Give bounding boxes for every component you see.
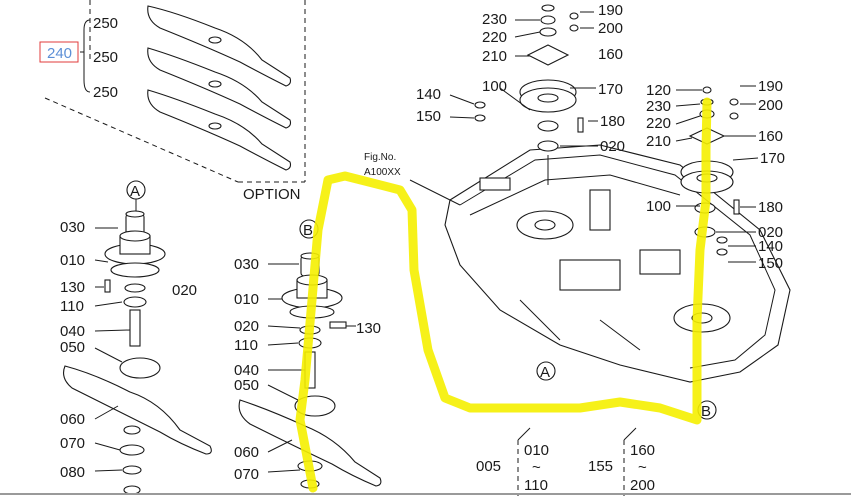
- ref-010: 010: [524, 442, 549, 459]
- right-label-100: 100: [646, 198, 671, 215]
- ref-tilde-1: ~: [532, 459, 541, 476]
- callout-b-deck: B: [701, 403, 711, 420]
- top-label-020: 020: [600, 138, 625, 155]
- stack-a-label-020: 020: [172, 282, 197, 299]
- option-label-3: 250: [93, 84, 118, 101]
- right-label-190: 190: [758, 78, 783, 95]
- top-label-210: 210: [482, 48, 507, 65]
- ref-tilde-2: ~: [638, 459, 647, 476]
- selected-ref-box[interactable]: [39, 41, 79, 63]
- stack-a-label-040: 040: [60, 323, 85, 340]
- option-label-2: 250: [93, 49, 118, 66]
- stack-a-label-130: 130: [60, 279, 85, 296]
- right-label-120: 120: [646, 82, 671, 99]
- option-blade-3: [147, 89, 292, 171]
- stack-b-label-050: 050: [234, 377, 259, 394]
- stack-a-label-070: 070: [60, 435, 85, 452]
- option-blade-1: [147, 5, 292, 87]
- top-label-220: 220: [482, 29, 507, 46]
- top-label-180: 180: [600, 113, 625, 130]
- right-label-220: 220: [646, 115, 671, 132]
- ref-155: 155: [588, 458, 613, 475]
- top-label-100: 100: [482, 78, 507, 95]
- stack-b-label-110: 110: [234, 337, 258, 354]
- stack-a-label-030: 030: [60, 219, 85, 236]
- callout-a-left: A: [130, 183, 140, 200]
- spindle-top: 230 220 210 190 200 160 170 180 020 100 …: [416, 2, 625, 185]
- spindle-assembly-b: B 030 010 020 110 040 050 060 070 130: [234, 219, 382, 489]
- stack-b-label-020: 020: [234, 318, 259, 335]
- stack-b-label-060: 060: [234, 444, 259, 461]
- ref-110: 110: [524, 477, 548, 494]
- top-label-140: 140: [416, 86, 441, 103]
- stack-b-label-010: 010: [234, 291, 259, 308]
- top-label-190: 190: [598, 2, 623, 19]
- top-label-200: 200: [598, 20, 623, 37]
- stack-b-label-030: 030: [234, 256, 259, 273]
- right-label-210: 210: [646, 133, 671, 150]
- stack-b-label-070: 070: [234, 466, 259, 483]
- spindle-assembly-a: A 030 010 130 110 040 050 060: [60, 180, 212, 495]
- right-label-230: 230: [646, 98, 671, 115]
- bottom-refs: 005 010 ~ 110 155 160 ~ 200: [476, 427, 655, 496]
- right-label-200: 200: [758, 97, 783, 114]
- option-box: 250 250 250 240 OPTION: [39, 0, 306, 203]
- ref-200: 200: [630, 477, 655, 494]
- right-label-160: 160: [758, 128, 783, 145]
- belt-highlight: [295, 97, 712, 493]
- top-label-160: 160: [598, 46, 623, 63]
- right-label-150: 150: [758, 255, 783, 272]
- right-label-140: 140: [758, 238, 783, 255]
- top-label-230: 230: [482, 11, 507, 28]
- stack-b-label-040: 040: [234, 362, 259, 379]
- stack-a-label-080: 080: [60, 464, 85, 481]
- mower-deck: [444, 144, 791, 383]
- stack-b-label-130: 130: [356, 320, 381, 337]
- fig-no-value: A100XX: [364, 167, 401, 178]
- callout-b-left: B: [303, 222, 313, 239]
- ref-005: 005: [476, 458, 501, 475]
- stack-a-label-050: 050: [60, 339, 85, 356]
- selected-ref-label: 240: [47, 45, 72, 62]
- blade-a: [63, 365, 212, 455]
- option-bracket: [80, 19, 91, 93]
- fig-no-label: Fig.No.: [364, 152, 396, 163]
- option-box-border: [44, 0, 306, 183]
- top-label-170: 170: [598, 81, 623, 98]
- ref-160: 160: [630, 442, 655, 459]
- stack-a-label-010: 010: [60, 252, 85, 269]
- callout-a-circle-deck[interactable]: [536, 361, 556, 381]
- right-label-170: 170: [760, 150, 785, 167]
- right-label-180: 180: [758, 199, 783, 216]
- callout-a-deck: A: [540, 364, 550, 381]
- option-caption: OPTION: [243, 186, 301, 203]
- option-label-1: 250: [93, 15, 118, 32]
- right-label-020: 020: [758, 224, 783, 241]
- option-blade-2: [147, 47, 292, 129]
- stack-a-label-060: 060: [60, 411, 85, 428]
- top-label-150: 150: [416, 108, 441, 125]
- stack-a-label-110: 110: [60, 298, 84, 315]
